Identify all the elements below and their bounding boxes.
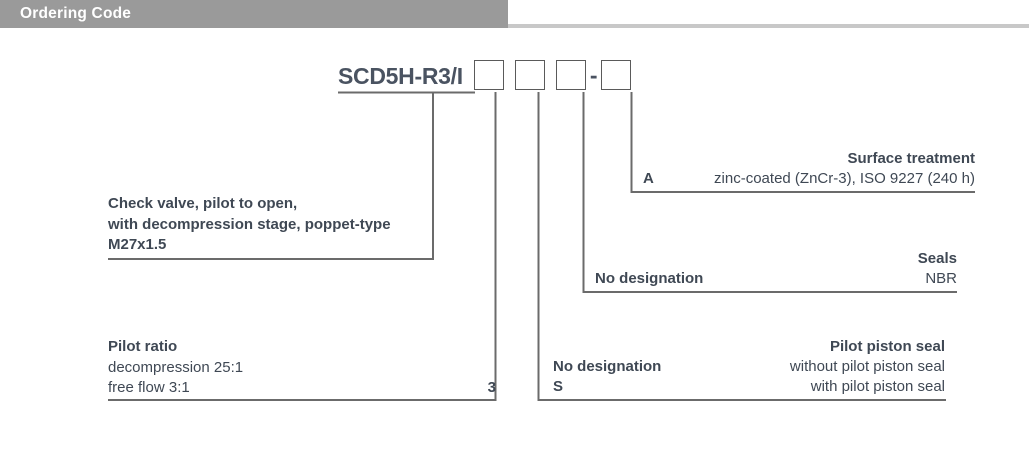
seals-title: Seals — [917, 250, 957, 267]
block-surface-treatment: Surface treatment A zinc-coated (ZnCr-3)… — [643, 149, 975, 189]
ordering-code-box-1[interactable] — [473, 60, 504, 90]
surface-treatment-row-1-desc: zinc-coated (ZnCr-3), ISO 9227 (240 h) — [714, 170, 975, 187]
pilot-ratio-row-2-code: 3 — [487, 379, 496, 396]
ordering-code-box-4[interactable] — [601, 60, 632, 90]
surface-treatment-row-1-code: A — [643, 170, 654, 187]
pilot-piston-seal-row-2-desc: with pilot piston seal — [810, 377, 945, 395]
ordering-code-box-3[interactable] — [555, 60, 586, 90]
block-product-description: Check valve, pilot to open, with decompr… — [108, 194, 438, 256]
pilot-piston-seal-row-2-code: S — [553, 377, 564, 395]
pilot-ratio-row-2: free flow 3:1 3 — [108, 378, 496, 399]
seals-row-1: No designation NBR — [595, 269, 957, 289]
ordering-code-box-2[interactable] — [514, 60, 545, 90]
pilot-ratio-row-1-desc: decompression 25:1 — [108, 358, 244, 376]
pilot-ratio-title: Pilot ratio — [108, 338, 178, 355]
seals-row-1-code: No designation — [595, 270, 704, 287]
header-bar — [0, 0, 508, 28]
product-description-line-1: Check valve, pilot to open, — [108, 195, 298, 212]
product-description-line-2: with decompression stage, poppet-type — [108, 215, 391, 233]
pilot-piston-seal-row-1: No designation without pilot piston seal — [553, 357, 945, 377]
ordering-code-dash: - — [589, 62, 598, 88]
pilot-ratio-row-2-desc: free flow 3:1 — [108, 379, 190, 396]
ordering-code-line: SCD5H-R3/I - — [338, 60, 632, 92]
product-description-line-3: M27x1.5 — [108, 236, 167, 253]
pilot-piston-seal-row-2: S with pilot piston seal — [553, 377, 945, 397]
ordering-code-base: SCD5H-R3/I — [338, 63, 463, 89]
pilot-piston-seal-row-1-desc: without pilot piston seal — [789, 358, 945, 375]
page-title: Ordering Code — [20, 5, 132, 22]
pilot-piston-seal-title: Pilot piston seal — [829, 338, 945, 355]
block-pilot-piston-seal: Pilot piston seal No designation without… — [553, 337, 945, 396]
block-seals: Seals No designation NBR — [595, 249, 957, 289]
pilot-ratio-row-1: decompression 25:1 — [108, 358, 496, 379]
pilot-piston-seal-row-1-code: No designation — [553, 358, 662, 375]
header-divider-rule — [508, 24, 1029, 28]
surface-treatment-title: Surface treatment — [847, 150, 975, 167]
block-pilot-ratio: Pilot ratio decompression 25:1 free flow… — [108, 337, 496, 399]
surface-treatment-row-1: A zinc-coated (ZnCr-3), ISO 9227 (240 h) — [643, 169, 975, 189]
seals-row-1-desc: NBR — [925, 270, 957, 287]
